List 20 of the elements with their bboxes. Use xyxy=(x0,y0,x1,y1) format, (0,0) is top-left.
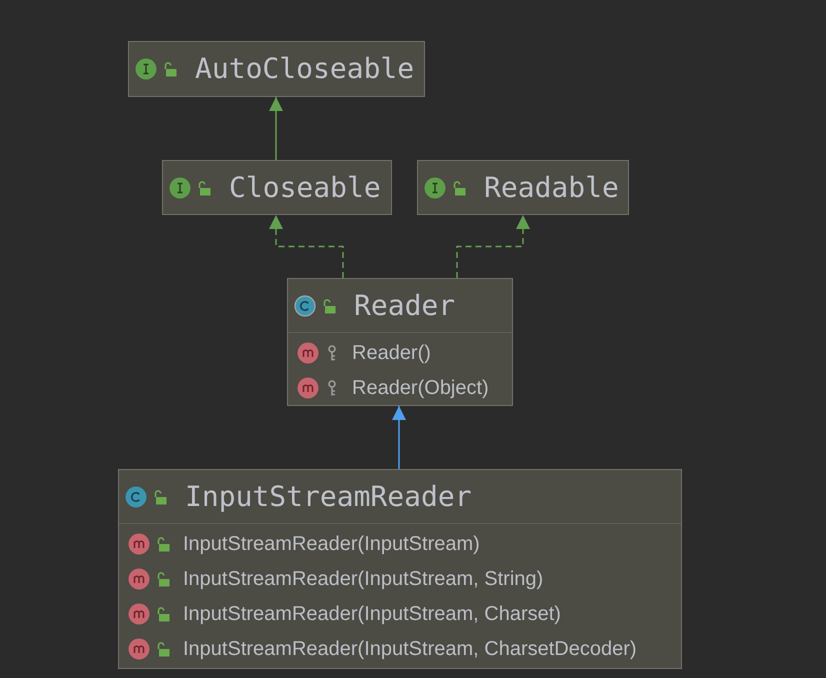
dashed-arrow xyxy=(456,215,530,278)
method-signature: Reader() xyxy=(352,342,431,364)
arrow xyxy=(269,97,283,160)
interface-name: Closeable xyxy=(229,174,381,202)
interface-box xyxy=(162,160,392,215)
arrow xyxy=(392,406,406,469)
class-box xyxy=(287,278,513,406)
interface-box xyxy=(417,160,629,215)
interface-box xyxy=(128,41,425,97)
interface-name: AutoCloseable xyxy=(195,55,414,83)
dashed-arrow xyxy=(269,215,344,278)
method-signature: InputStreamReader(InputStream, Charset) xyxy=(183,602,561,624)
method-signature: InputStreamReader(InputStream, String) xyxy=(183,568,544,590)
class-name: Reader xyxy=(354,292,456,320)
class-name: InputStreamReader xyxy=(185,482,472,510)
class-box xyxy=(118,469,682,669)
method-signature: InputStreamReader(InputStream) xyxy=(183,532,480,554)
method-signature: InputStreamReader(InputStream, CharsetDecoder) xyxy=(183,638,637,660)
interface-name: Readable xyxy=(484,174,619,202)
method-signature: Reader(Object) xyxy=(352,376,489,398)
